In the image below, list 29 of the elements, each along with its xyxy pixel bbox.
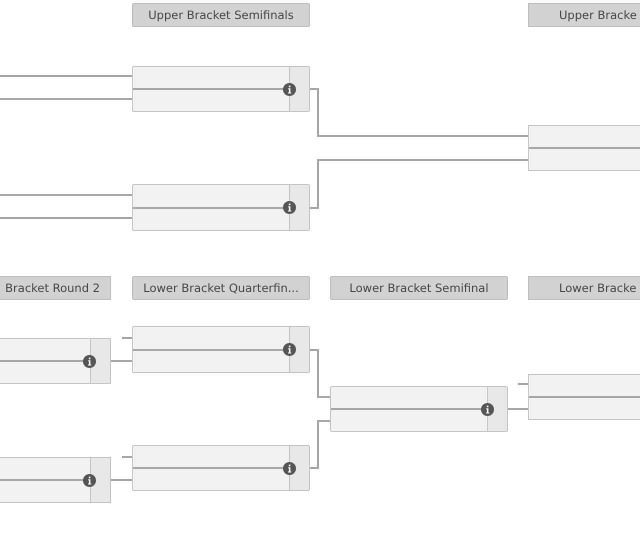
match-box bbox=[132, 184, 310, 231]
match-box bbox=[132, 66, 310, 112]
connector-line bbox=[0, 194, 132, 196]
match-box bbox=[528, 374, 640, 420]
connector-line bbox=[0, 217, 132, 219]
connector-line bbox=[310, 349, 330, 398]
match-box bbox=[330, 386, 508, 432]
match-box bbox=[528, 125, 640, 171]
connector-line bbox=[508, 408, 528, 410]
match-box bbox=[0, 338, 111, 384]
connector-line bbox=[122, 337, 132, 339]
connector-line bbox=[111, 360, 132, 362]
connector-line bbox=[0, 75, 132, 77]
connector-line bbox=[0, 98, 132, 100]
round-header: Lower Bracke bbox=[528, 276, 640, 300]
connector-line bbox=[310, 88, 528, 137]
match-box bbox=[132, 445, 310, 491]
connector-line bbox=[310, 159, 528, 209]
round-header: Upper Bracke bbox=[528, 3, 640, 27]
connector-line bbox=[518, 383, 528, 385]
match-box bbox=[0, 457, 111, 503]
connector-line bbox=[122, 456, 132, 458]
round-header: Lower Bracket Semifinal bbox=[330, 276, 508, 300]
round-header: Upper Bracket Semifinals bbox=[132, 3, 310, 27]
connector-line bbox=[111, 479, 132, 481]
match-box bbox=[132, 326, 310, 373]
connector-line bbox=[310, 420, 330, 469]
round-header: Lower Bracket Quarterfin... bbox=[132, 276, 310, 300]
round-header: Bracket Round 2 bbox=[0, 276, 111, 300]
